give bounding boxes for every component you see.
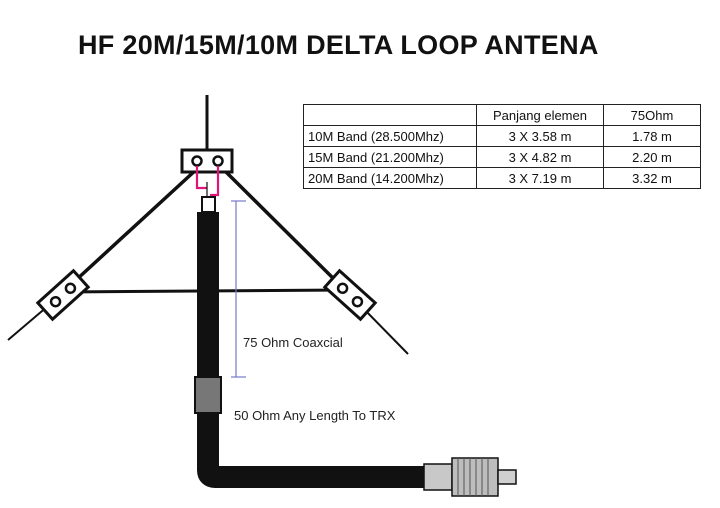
table-row: 20M Band (14.200Mhz) 3 X 7.19 m 3.32 m [303, 167, 701, 189]
stub-cell: 1.78 m [603, 125, 701, 147]
diagram-title: HF 20M/15M/10M DELTA LOOP ANTENA [78, 30, 599, 60]
coax50-label: 50 Ohm Any Length To TRX [234, 408, 396, 423]
coax75-label: 75 Ohm Coaxcial [243, 335, 343, 350]
right-insulator [322, 268, 378, 322]
band-cell: 10M Band (28.500Mhz) [303, 125, 477, 147]
band-cell: 20M Band (14.200Mhz) [303, 167, 477, 189]
table-header-cell: Panjang elemen [476, 104, 604, 126]
pl259-connector [423, 457, 517, 497]
band-cell: 15M Band (21.200Mhz) [303, 146, 477, 168]
element-cell: 3 X 7.19 m [476, 167, 604, 189]
top-insulator [180, 148, 234, 174]
table-row: 15M Band (21.200Mhz) 3 X 4.82 m 2.20 m [303, 146, 701, 168]
coax-tip [201, 196, 216, 213]
table-header-cell [303, 104, 477, 126]
spec-table: Panjang elemen 75Ohm 10M Band (28.500Mhz… [303, 104, 701, 189]
stub-cell: 2.20 m [603, 146, 701, 168]
element-cell: 3 X 3.58 m [476, 125, 604, 147]
coax-junction [194, 376, 222, 414]
coax75-length-marker [231, 200, 246, 378]
element-cell: 3 X 4.82 m [476, 146, 604, 168]
table-header-cell: 75Ohm [603, 104, 701, 126]
table-row: 10M Band (28.500Mhz) 3 X 3.58 m 1.78 m [303, 125, 701, 147]
coax-cable [197, 212, 427, 488]
feed-jumper [195, 166, 220, 198]
guy-line-right [359, 304, 409, 355]
table-header-row: Panjang elemen 75Ohm [303, 104, 701, 126]
left-insulator [35, 268, 91, 322]
loop-wire-right [220, 166, 347, 292]
stub-cell: 3.32 m [603, 167, 701, 189]
loop-wire-left [61, 166, 200, 294]
